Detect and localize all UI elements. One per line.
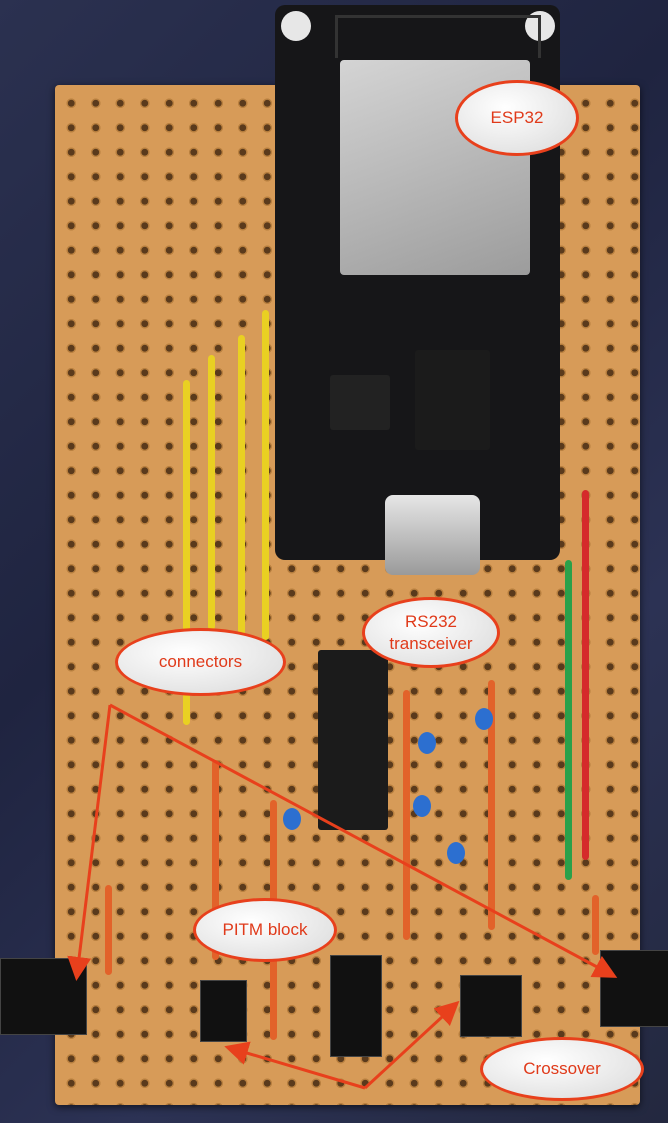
yellow-wire	[262, 310, 269, 640]
yellow-wire	[183, 380, 190, 725]
capacitor	[283, 808, 301, 830]
callout-pitm: PITM block	[193, 898, 337, 962]
callout-crossover: Crossover	[480, 1037, 644, 1101]
orange-wire	[105, 885, 112, 975]
mount-hole	[281, 11, 311, 41]
usb-uart-chip	[415, 350, 490, 450]
capacitor	[418, 732, 436, 754]
usb-c-port	[385, 495, 480, 575]
callout-esp32-text: ESP32	[490, 108, 544, 128]
callout-connectors: connectors	[115, 628, 286, 696]
capacitor	[413, 795, 431, 817]
crossover-arrow-left	[224, 1041, 366, 1090]
orange-wire	[488, 680, 495, 930]
callout-esp32: ESP32	[455, 80, 579, 156]
orange-wire	[212, 760, 219, 960]
green-wire	[565, 560, 572, 880]
antenna	[335, 15, 541, 58]
orange-wire	[403, 690, 410, 940]
callout-crossover-text: Crossover	[523, 1059, 601, 1079]
capacitor	[475, 708, 493, 730]
capacitor	[447, 842, 465, 864]
orange-wire	[592, 895, 599, 955]
regulator	[330, 375, 390, 430]
connector-arrow-right	[109, 703, 618, 978]
callout-pitm-text: PITM block	[222, 920, 308, 940]
callout-rs232-line2: transceiver	[389, 633, 473, 653]
connector-arrow-left	[67, 704, 112, 981]
crossover-jumper-1[interactable]	[200, 980, 247, 1042]
rs232-chip	[318, 650, 388, 830]
callout-connectors-text: connectors	[158, 652, 243, 672]
crossover-arrow-right	[363, 1000, 460, 1090]
pitm-jumper[interactable]	[330, 955, 382, 1057]
callout-rs232-line1: RS232	[405, 612, 457, 632]
yellow-wire	[208, 355, 215, 630]
yellow-wire	[238, 335, 245, 635]
crossover-jumper-2[interactable]	[460, 975, 522, 1037]
red-wire	[582, 490, 589, 860]
